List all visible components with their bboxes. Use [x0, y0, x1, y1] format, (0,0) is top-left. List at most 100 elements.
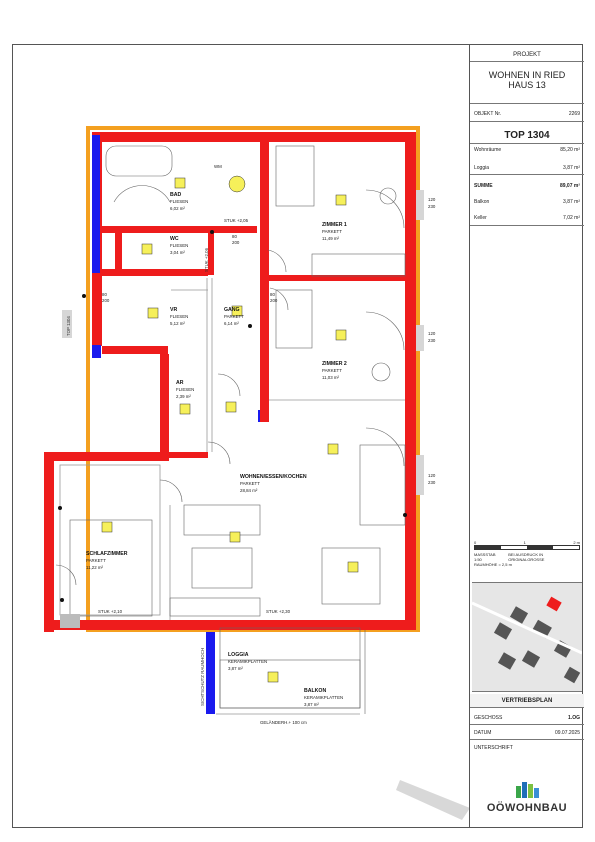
- door-height: 200: [102, 298, 110, 303]
- room-name: AR: [176, 380, 184, 386]
- objekt-label: OBJEKT Nr.: [474, 111, 502, 117]
- site-plan-map: [472, 582, 582, 692]
- area-label: Keller: [474, 215, 487, 221]
- room-area: 3,87 m²: [304, 702, 319, 707]
- door-width: 80: [232, 234, 237, 239]
- room-name: LOGGIA: [228, 652, 249, 658]
- room-area: 11,49 m²: [322, 236, 340, 241]
- top-tag-label: TOP 1304: [66, 316, 71, 336]
- room-area: 11,03 m²: [322, 375, 340, 380]
- area-row-sum: SUMME 89,07 m²: [470, 180, 584, 193]
- scale-text: MASSSTAB 1:50 BEI AUSDRUCK IN ORIGINALGR…: [474, 552, 580, 562]
- door-width: 80: [102, 292, 107, 297]
- projekt-label: PROJEKT: [470, 48, 584, 62]
- objekt-row: OBJEKT Nr. 2269: [470, 108, 584, 122]
- room-name: VR: [170, 307, 177, 313]
- stuk-label: STUK +2,30: [266, 609, 291, 614]
- room-name: BAD: [170, 192, 181, 198]
- window-markers-right: [416, 190, 424, 495]
- room-floor: PARKETT: [322, 229, 342, 234]
- vertriebsplan-label: VERTRIEBSPLAN: [470, 694, 584, 708]
- logo-arrow-icon: [396, 780, 470, 820]
- door-width: 80: [270, 292, 275, 297]
- parapet-height-label: 120: [428, 331, 436, 336]
- datum-label: DATUM: [474, 730, 492, 736]
- stuk-label: STUK +2,10: [98, 609, 123, 614]
- ceiling-lights: [101, 175, 359, 683]
- room-area: 3,87 m²: [228, 666, 243, 671]
- railing-label: GELÄNDERH.+ 100 cm: [260, 720, 307, 725]
- room-area: 3,04 m²: [170, 250, 185, 255]
- area-value: 85,20 m²: [560, 147, 580, 153]
- area-value: 7,02 m²: [563, 215, 580, 221]
- company-logo: OÖWOHNBAU: [472, 778, 582, 822]
- room-floor: FLIESEN: [170, 314, 188, 319]
- scale-bar: 0 1 2 m MASSSTAB 1:50 BEI AUSDRUCK IN OR…: [474, 540, 580, 567]
- room-vr: VR FLIESEN 5,12 m²: [170, 307, 188, 326]
- room-floor: KERAMIKPLATTEN: [228, 659, 267, 664]
- room-floor: PARKETT: [240, 481, 260, 486]
- area-row: Loggia 3,87 m²: [470, 162, 584, 175]
- room-floor: PARKETT: [224, 314, 244, 319]
- room-area: 28,84 m²: [240, 488, 258, 493]
- area-row: Keller 7,02 m²: [470, 212, 584, 226]
- top-number: TOP 1304: [470, 128, 584, 144]
- power-outlets: [58, 230, 407, 602]
- stair-shadow: [60, 614, 80, 628]
- privacy-screen-label: SICHTSCHUTZ RAUMHOCH: [200, 648, 205, 706]
- room-area: 2,39 m²: [176, 394, 191, 399]
- area-label: Balkon: [474, 199, 490, 205]
- project-name: WOHNEN IN RIED HAUS 13: [470, 66, 584, 104]
- room-bad: BAD FLIESEN 6,02 m²: [170, 192, 188, 211]
- signature-label: UNTERSCHRIFT: [474, 745, 513, 751]
- logo-bars-icon: [514, 780, 540, 800]
- geschoss-label: GESCHOSS: [474, 715, 503, 721]
- geschoss-value: 1.OG: [568, 715, 580, 721]
- area-value: 3,87 m²: [563, 165, 580, 171]
- room-wc: WC FLIESEN 3,04 m²: [170, 236, 188, 255]
- furniture: [55, 145, 406, 709]
- datum-row: DATUM 09.07.2025: [470, 727, 584, 740]
- room-balkon: BALKON KERAMIKPLATTEN 3,87 m²: [304, 688, 343, 707]
- door-height: 200: [232, 240, 240, 245]
- wm-label: WM: [214, 164, 222, 169]
- room-name: ZIMMER 2: [322, 361, 347, 367]
- scale-tick: 0: [474, 540, 477, 545]
- parapet-height-label: 120: [428, 197, 436, 202]
- area-label: Loggia: [474, 165, 490, 171]
- scale-note: BEI AUSDRUCK IN ORIGINALGROSSE: [508, 552, 545, 562]
- top-tag-box: [62, 310, 72, 338]
- project-line-2: HAUS 13: [508, 80, 546, 90]
- room-floor: PARKETT: [86, 558, 106, 563]
- room-name: GANG: [224, 307, 240, 313]
- room-name: WC: [170, 236, 179, 242]
- room-floor: FLIESEN: [176, 387, 194, 392]
- parapet-width-label: 230: [428, 480, 436, 485]
- room-name: SCHLAFZIMMER: [86, 551, 128, 557]
- parapet-width-label: 230: [428, 338, 436, 343]
- room-name: BALKON: [304, 688, 326, 694]
- scale-label: MASSSTAB 1:50: [474, 552, 496, 562]
- area-row: Wohnräume 85,20 m²: [470, 144, 584, 157]
- area-value: 89,07 m²: [559, 183, 580, 189]
- drawing-sheet-border: [12, 44, 583, 828]
- scale-tick: 2 m: [573, 540, 580, 545]
- datum-value: 09.07.2025: [554, 730, 580, 736]
- room-area: 5,12 m²: [170, 321, 185, 326]
- room-floor: FLIESEN: [170, 199, 188, 204]
- title-block: PROJEKT WOHNEN IN RIED HAUS 13 OBJEKT Nr…: [469, 44, 584, 828]
- room-height-note: RAUMHÖHE = 2,5 m: [474, 562, 512, 567]
- room-floor: FLIESEN: [170, 243, 188, 248]
- room-zimmer-2: ZIMMER 2 PARKETT 11,03 m²: [322, 361, 347, 380]
- room-name: WOHNEN/ESSEN/KOCHEN: [240, 474, 307, 480]
- room-ar: AR FLIESEN 2,39 m²: [176, 380, 194, 399]
- scale-tick: 1: [523, 540, 526, 545]
- scale-ticks: 0 1 2 m: [474, 540, 580, 545]
- room-area: 11,22 m²: [86, 565, 104, 570]
- geschoss-row: GESCHOSS 1.OG: [470, 712, 584, 725]
- room-gang: GANG PARKETT 6,14 m²: [224, 307, 244, 326]
- signature-row: UNTERSCHRIFT: [470, 742, 584, 755]
- stuk-label: STUK +2,05: [224, 218, 249, 223]
- area-row: Balkon 3,87 m²: [470, 196, 584, 209]
